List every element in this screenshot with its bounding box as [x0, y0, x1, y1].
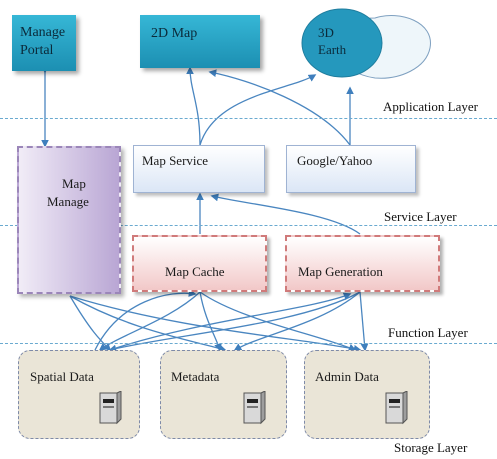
- arrow-generation-service: [210, 193, 361, 235]
- map-2d-node: 2D Map: [140, 15, 260, 68]
- layer-divider-service: [0, 225, 497, 226]
- function-layer-label: Function Layer: [388, 325, 468, 340]
- manage-portal-label-2: Portal: [20, 43, 54, 58]
- server-icon: [99, 391, 122, 425]
- arrow-service-3dearth: [199, 74, 317, 146]
- admin-data-node: Admin Data: [304, 350, 430, 439]
- arrow-manage-admin: [69, 295, 362, 353]
- arrow-spatial-cache: [94, 289, 197, 351]
- map-manage-label-2: Manage: [47, 194, 89, 209]
- map-manage-node: Map Manage: [17, 146, 121, 294]
- earth-3d-label-1: 3D: [318, 25, 334, 40]
- arrow-google-2dmap: [208, 69, 351, 146]
- map-service-node: Map Service: [133, 145, 265, 193]
- arrow-cache-admin: [199, 291, 357, 352]
- layer-divider-function: [0, 343, 497, 344]
- earth-3d-label-2: Earth: [318, 42, 347, 57]
- layer-divider-application: [0, 118, 497, 119]
- metadata-node: Metadata: [160, 350, 287, 439]
- map-2d-label: 2D Map: [151, 26, 198, 41]
- arrow-generation-spatial: [108, 291, 361, 353]
- arrow-cache-spatial: [98, 291, 201, 351]
- google-yahoo-label: Google/Yahoo: [297, 153, 373, 168]
- admin-data-label: Admin Data: [315, 369, 379, 384]
- map-manage-label-1: Map: [62, 176, 86, 191]
- map-cache-node: Map Cache: [132, 235, 267, 292]
- google-yahoo-node: Google/Yahoo: [286, 145, 416, 193]
- earth-3d-node: 3D Earth: [300, 5, 431, 79]
- manage-portal-label-1: Manage: [20, 25, 66, 40]
- arrow-service-2dmap: [186, 66, 201, 146]
- map-generation-node: Map Generation: [285, 235, 440, 292]
- server-icon: [385, 391, 408, 425]
- server-icon: [243, 391, 266, 425]
- arrow-manage-spatial: [69, 295, 112, 352]
- map-service-label: Map Service: [142, 153, 209, 168]
- arrow-generation-admin: [359, 291, 369, 352]
- arrow-generation-metadata: [233, 291, 361, 351]
- manage-portal-node: Manage Portal: [12, 15, 76, 71]
- spatial-data-label: Spatial Data: [30, 369, 94, 384]
- map-generation-label: Map Generation: [298, 264, 383, 279]
- arrow-spatial-generation: [109, 292, 352, 351]
- storage-layer-label: Storage Layer: [394, 440, 468, 455]
- service-layer-label: Service Layer: [384, 209, 457, 224]
- arrow-cache-metadata: [199, 291, 222, 352]
- metadata-label: Metadata: [171, 369, 220, 384]
- map-cache-label: Map Cache: [165, 264, 225, 279]
- spatial-data-node: Spatial Data: [18, 350, 140, 439]
- earth-3d-shape: [301, 8, 431, 79]
- arrow-manage-metadata: [69, 295, 227, 353]
- application-layer-label: Application Layer: [383, 99, 478, 114]
